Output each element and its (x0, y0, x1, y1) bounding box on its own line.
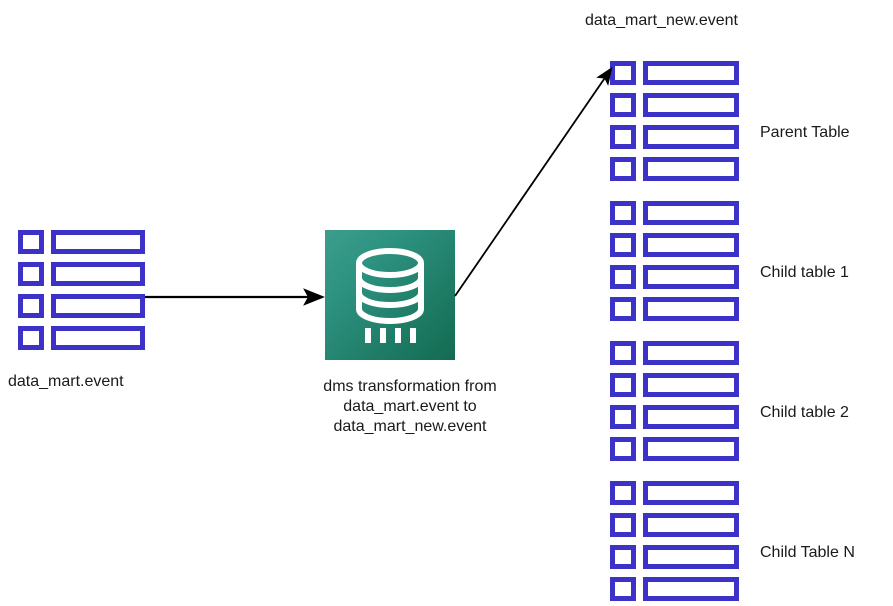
row-field-cell (643, 61, 739, 85)
transform-caption-line-1: dms transformation from (323, 378, 497, 395)
row-key-cell (610, 481, 636, 505)
row-key-cell (610, 405, 636, 429)
arrow-transform-to-target (454, 66, 613, 297)
row-field-cell (51, 294, 145, 318)
row-key-cell (610, 341, 636, 365)
row-field-cell (51, 230, 145, 254)
row-field-cell (643, 437, 739, 461)
transform-caption: dms transformation from data_mart.event … (290, 377, 530, 437)
row-field-cell (51, 262, 145, 286)
transform-caption-line-2: data_mart.event to (343, 398, 477, 415)
row-key-cell (18, 294, 44, 318)
row-key-cell (610, 233, 636, 257)
row-key-cell (610, 577, 636, 601)
row-key-cell (18, 326, 44, 350)
source-table-label: data_mart.event (8, 373, 124, 390)
transform-caption-line-3: data_mart_new.event (333, 418, 487, 435)
row-field-cell (643, 125, 739, 149)
row-key-cell (610, 265, 636, 289)
row-field-cell (51, 326, 145, 350)
row-field-cell (643, 513, 739, 537)
row-key-cell (610, 93, 636, 117)
row-key-cell (610, 373, 636, 397)
row-key-cell (610, 157, 636, 181)
row-key-cell (610, 545, 636, 569)
row-key-cell (18, 262, 44, 286)
row-field-cell (643, 341, 739, 365)
row-field-cell (643, 405, 739, 429)
row-key-cell (610, 513, 636, 537)
row-key-cell (610, 61, 636, 85)
database-icon (325, 230, 455, 360)
row-key-cell (610, 437, 636, 461)
row-field-cell (643, 577, 739, 601)
row-field-cell (643, 481, 739, 505)
row-field-cell (643, 545, 739, 569)
row-field-cell (643, 93, 739, 117)
row-key-cell (610, 201, 636, 225)
target-group-label: Parent Table (760, 124, 850, 141)
row-key-cell (18, 230, 44, 254)
target-group-label: Child Table N (760, 544, 855, 561)
row-key-cell (610, 297, 636, 321)
row-field-cell (643, 297, 739, 321)
target-group-label: Child table 2 (760, 404, 849, 421)
target-group-label: Child table 1 (760, 264, 849, 281)
row-field-cell (643, 233, 739, 257)
row-field-cell (643, 157, 739, 181)
row-key-cell (610, 125, 636, 149)
row-field-cell (643, 201, 739, 225)
row-field-cell (643, 265, 739, 289)
target-title: data_mart_new.event (585, 12, 738, 29)
row-field-cell (643, 373, 739, 397)
